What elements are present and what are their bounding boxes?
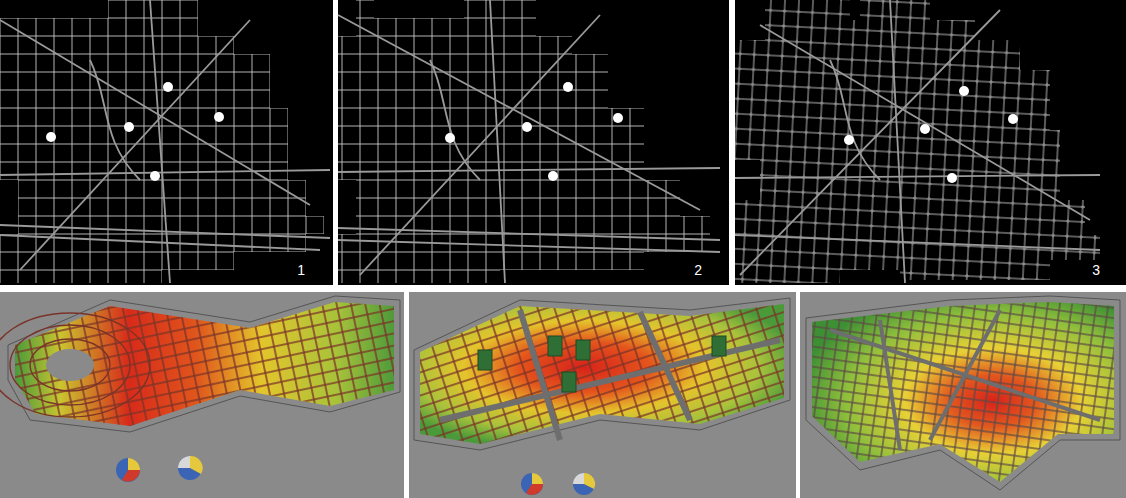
- city-blocks: [812, 302, 1114, 482]
- road-lines: [338, 0, 720, 283]
- city-blocks: [420, 304, 784, 444]
- panel-ground: [0, 0, 333, 285]
- road-lines: [0, 0, 330, 283]
- heat-surface: [420, 304, 784, 444]
- model-ground: [409, 292, 796, 498]
- tower-block: [478, 336, 726, 392]
- node-dot: [46, 82, 224, 181]
- grid-cells: [0, 0, 324, 283]
- main-streets: [440, 310, 780, 440]
- panel-number: 3: [1092, 262, 1100, 278]
- central-plaza: [46, 349, 94, 381]
- pie-chart: [521, 473, 595, 495]
- city-blocks: [15, 302, 394, 426]
- model-ground: [800, 292, 1126, 498]
- panel-ground: [735, 0, 1126, 285]
- main-streets: [830, 310, 1100, 450]
- panel-number: 1: [297, 262, 305, 278]
- site-outline: [8, 296, 400, 432]
- model-ground: [0, 292, 404, 498]
- node-dot: [445, 82, 623, 181]
- grid-cells: [338, 0, 710, 283]
- radial-streets: [0, 313, 150, 417]
- panel-ground: [338, 0, 729, 285]
- site-outline: [806, 296, 1120, 490]
- heat-surface: [15, 302, 394, 426]
- road-lines: [735, 0, 1100, 283]
- pie-chart: [116, 456, 203, 482]
- node-dot: [844, 86, 1018, 183]
- heat-surface: [812, 302, 1114, 482]
- site-outline: [414, 298, 790, 450]
- grid-cells: [735, 0, 1100, 283]
- panel-number: 2: [694, 262, 702, 278]
